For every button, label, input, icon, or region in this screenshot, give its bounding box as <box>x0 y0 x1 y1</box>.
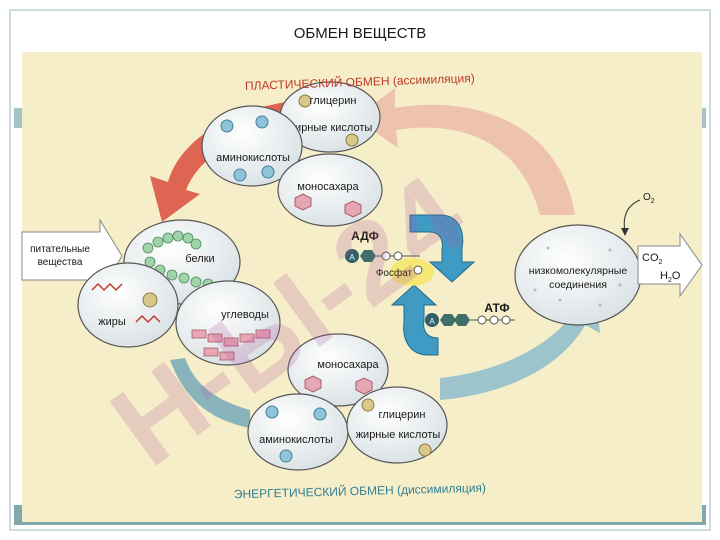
fats-label: жиры <box>98 316 126 328</box>
carb-chain <box>191 329 271 361</box>
adp-ribose <box>360 250 376 262</box>
cycle-arrow-top <box>409 214 476 283</box>
phosphate-label: Фосфат <box>376 267 413 279</box>
bottom-glycerin-label: глицерин <box>379 409 426 421</box>
proteins-label: белки <box>185 253 214 265</box>
energy-arrow-right <box>440 290 600 400</box>
o2-arrow <box>623 199 641 233</box>
energy-arrow-left <box>170 358 250 428</box>
top-fatty-label: жирные кислоты <box>288 122 373 134</box>
low-molecular-line1: низкомолекулярные <box>529 265 628 277</box>
low-molecular-line2: соединения <box>549 279 607 291</box>
bottom-amino-label: аминокислоты <box>259 434 333 446</box>
fat-chain-2 <box>135 314 161 324</box>
co2-label: CO2 <box>642 252 663 266</box>
adp-adenine-letter: A <box>349 253 355 262</box>
carbs-label: углеводы <box>221 309 269 321</box>
atp-adenine-letter: A <box>429 317 435 326</box>
bottom-mono-label: моносахара <box>317 359 379 371</box>
fat-chain-1 <box>91 282 123 292</box>
nutrients-label-line1: питательные <box>30 244 90 255</box>
top-monomers-cluster: глицерин жирные кислоты аминокислоты мон… <box>201 81 383 227</box>
nutrients-label-line2: вещества <box>38 257 83 268</box>
top-amino-label: аминокислоты <box>216 152 290 164</box>
diagram-title: ОБМЕН ВЕЩЕСТВ <box>294 25 427 42</box>
atp-cycle: АДФ A Фосфат АТФ A <box>345 214 515 356</box>
adp-adenine <box>345 249 359 263</box>
energy-exchange-label: ЭНЕРГЕТИЧЕСКИЙ ОБМЕН (диссимиляция) <box>234 480 486 502</box>
top-mono-label: моносахара <box>297 181 359 193</box>
carbs-bubble <box>175 280 281 366</box>
top-glycerin-label: глицерин <box>310 95 357 107</box>
low-molecular-cluster: низкомолекулярные соединения O2 CO2 H2O <box>514 192 703 326</box>
macromolecules-cluster: белки жиры углеводы <box>77 219 281 366</box>
plastic-arrow-right <box>355 88 575 215</box>
bottom-monomers-cluster: моносахара аминокислоты глицерин жирные … <box>247 333 448 471</box>
bottom-glycerin-bubble <box>346 386 448 464</box>
atp-ribose <box>440 314 456 326</box>
glycerol-dot <box>142 292 158 308</box>
h2o-label: H2O <box>660 270 681 284</box>
atp-adenine <box>425 313 439 327</box>
atp-label: АТФ <box>484 301 509 315</box>
o2-label: O2 <box>643 192 655 205</box>
bottom-fatty-label: жирные кислоты <box>356 429 441 441</box>
fats-bubble <box>77 262 179 348</box>
output-arrow <box>637 232 703 298</box>
adp-label: АДФ <box>351 229 379 243</box>
phosphate-glow <box>390 258 434 286</box>
